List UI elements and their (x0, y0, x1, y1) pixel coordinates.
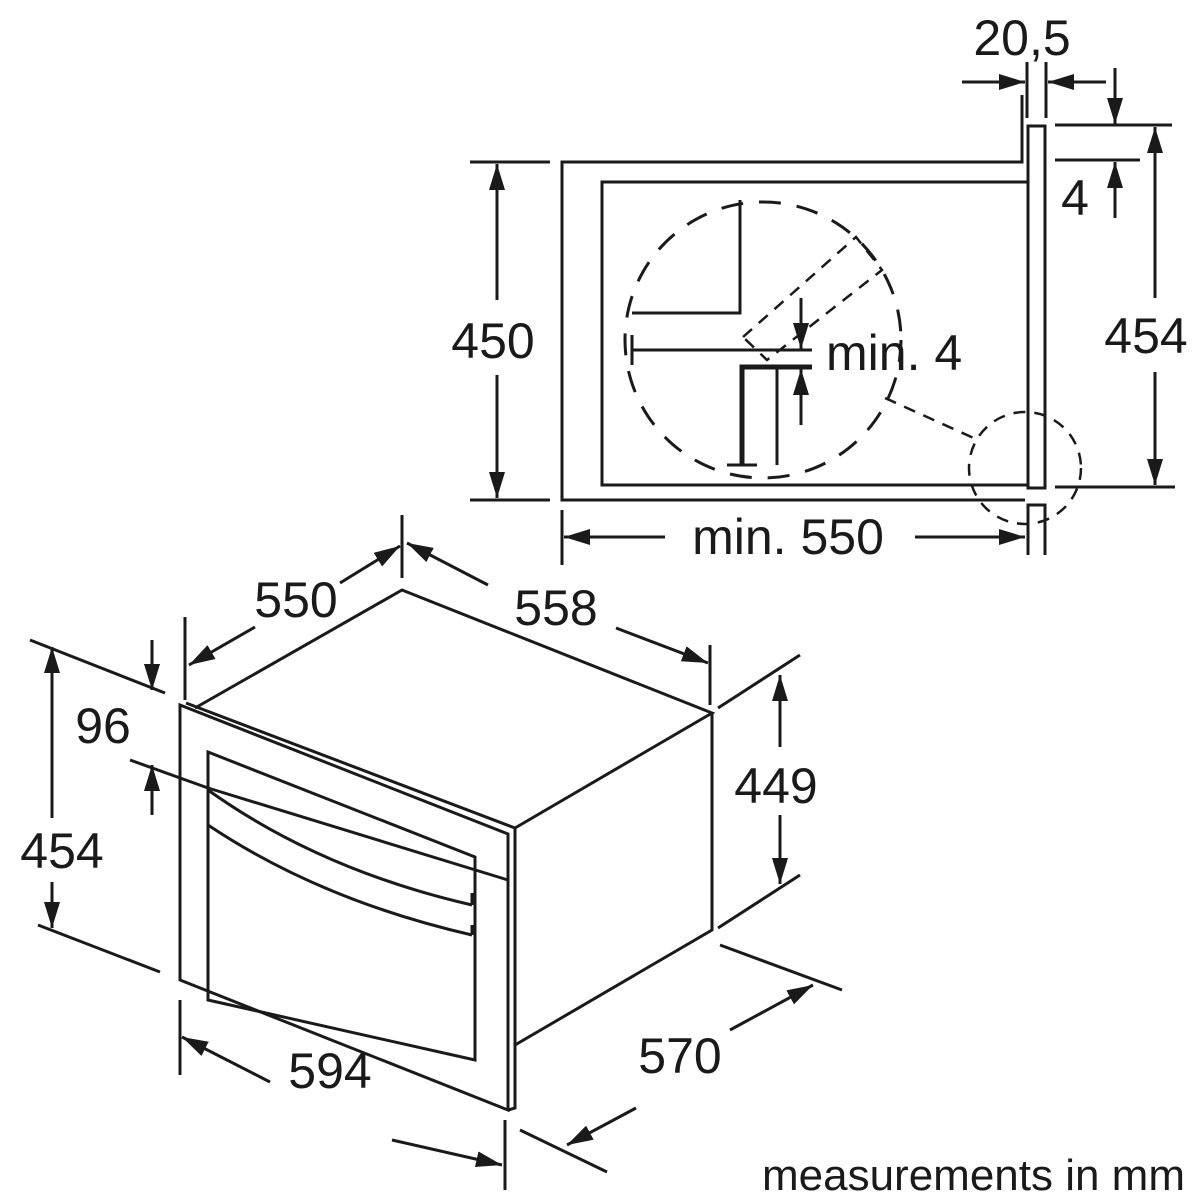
width-gap-label: 20,5 (973, 10, 1070, 66)
appliance-isometric-view: 550 558 449 454 96 594 570 (20, 515, 843, 1190)
dim-558-arrow-left (406, 541, 489, 587)
control-panel-line (129, 758, 509, 882)
dim-20-5-extension (1025, 62, 1048, 118)
front-width-label: 594 (288, 1043, 371, 1099)
body-height-label: 449 (734, 758, 817, 814)
dim-570-extension (519, 943, 843, 1174)
dim-594-arrow-right (391, 1138, 503, 1168)
bracket-middle (630, 335, 812, 365)
door-window (206, 749, 477, 1062)
dim-454-right-extension (1055, 123, 1175, 489)
handle-curve-lower (207, 823, 473, 937)
dim-550-arrow-left (188, 625, 256, 667)
installation-section-view: min. 4 450 454 4 20,5 min. 550 (451, 10, 1188, 565)
front-panel-below (1026, 503, 1047, 555)
dim-558-arrow-right (615, 626, 709, 665)
handle-curve-upper (207, 788, 473, 907)
right-face (514, 713, 714, 1047)
detail-circle (623, 200, 903, 480)
dim-594-arrow-left (181, 1035, 271, 1084)
bracket-lower-edge (727, 369, 779, 467)
control-panel-height-label: 96 (75, 698, 131, 754)
dim-454-left-extension (29, 638, 166, 974)
niche-depth-label: min. 550 (692, 509, 884, 565)
niche-height-label: 450 (451, 313, 534, 369)
dim-570-arrow-left (566, 1106, 637, 1147)
dim-550-arrow-right (339, 544, 401, 585)
top-face (194, 588, 716, 830)
bracket-lower (739, 364, 812, 465)
rotated-part-outline (741, 235, 884, 362)
dim-570-arrow-right (729, 983, 814, 1032)
niche-outline (560, 95, 1025, 502)
panel-offset-label: 4 (1061, 170, 1089, 226)
dim-450-extension (470, 160, 550, 502)
front-height-label: 454 (1104, 308, 1187, 364)
body-width-label: 558 (514, 580, 597, 636)
units-caption: measurements in mm (762, 1151, 1185, 1200)
detail-circle-small (967, 410, 1083, 526)
front-panel-edge (185, 701, 517, 1112)
total-depth-label: 570 (638, 1028, 721, 1084)
bracket-upper (632, 200, 742, 315)
front-height-label-iso: 454 (20, 823, 103, 879)
detail-leader (884, 396, 979, 442)
dim-594-extension (178, 1000, 507, 1190)
dim-550-extension (183, 515, 404, 700)
body-depth-label: 550 (254, 572, 337, 628)
front-panel-section (1026, 124, 1047, 490)
oven-body-section (600, 180, 1028, 487)
min-gap-label: min. 4 (826, 325, 962, 381)
